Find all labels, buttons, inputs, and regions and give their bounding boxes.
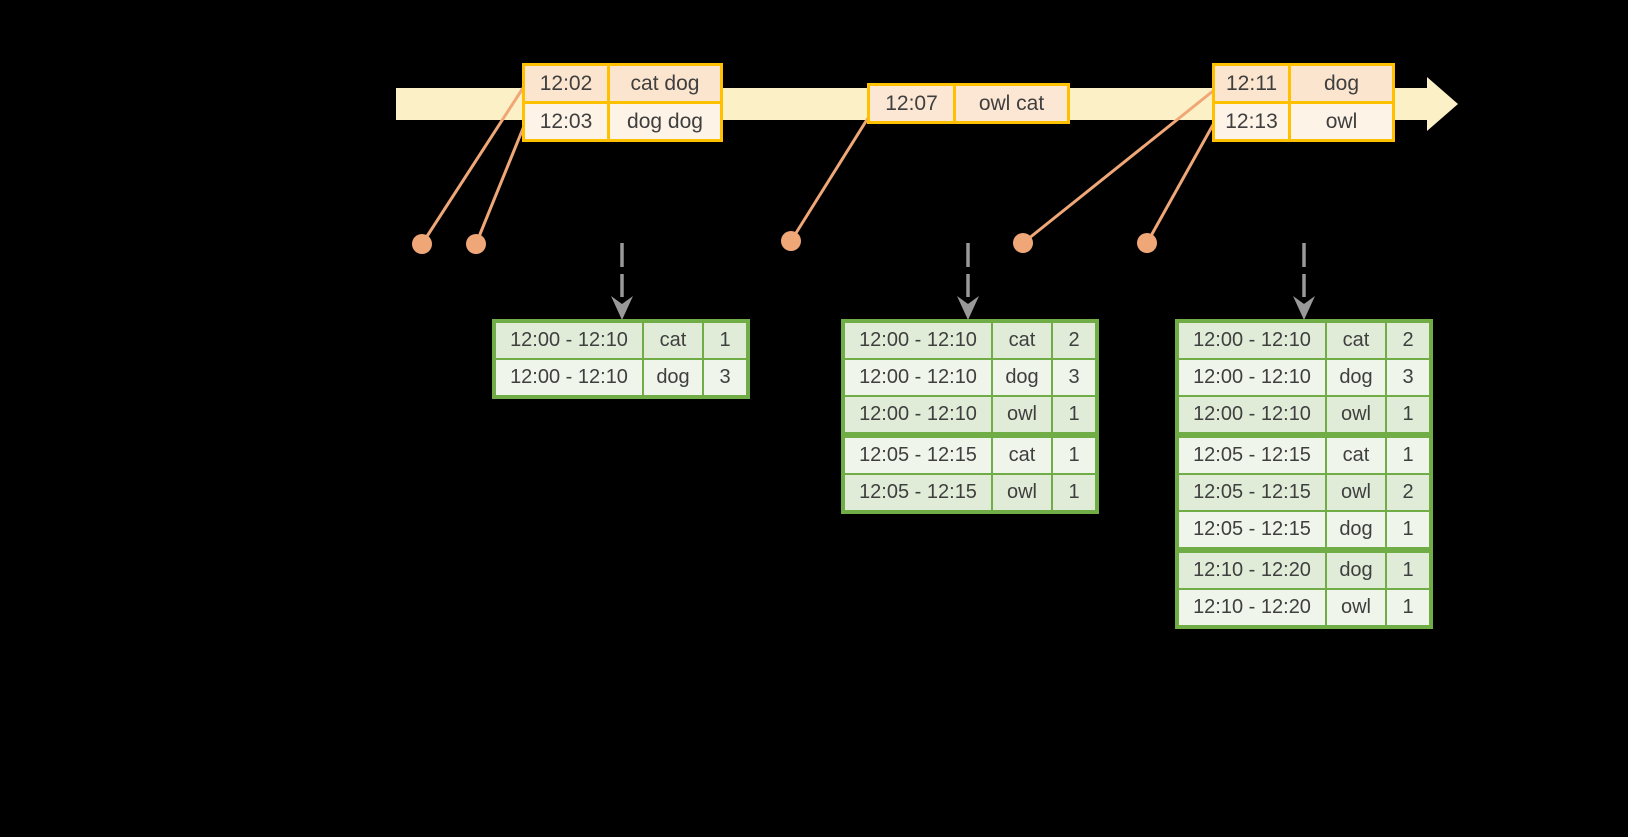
- count-cell: 3: [719, 366, 731, 388]
- count-cell: 1: [1402, 444, 1414, 466]
- event-time: 12:07: [870, 86, 956, 121]
- word-cell: dog: [993, 360, 1053, 395]
- down-arrowhead-icon: [1293, 296, 1315, 320]
- event-time: 12:11: [1215, 66, 1291, 101]
- event-time: 12:13: [1215, 104, 1291, 139]
- count-cell: 1: [1068, 444, 1080, 466]
- result-row: 12:00 - 12:10 cat 2: [1179, 323, 1429, 358]
- count-cell: 2: [1402, 481, 1414, 503]
- window-cell: 12:00 - 12:10: [845, 323, 993, 358]
- event-row: 12:07 owl cat: [870, 86, 1067, 121]
- window-cell: 12:00 - 12:10: [845, 360, 993, 395]
- word-cell: cat: [1327, 323, 1387, 358]
- result-row: 12:00 - 12:10 cat 2: [845, 323, 1095, 358]
- window-cell: 12:00 - 12:10: [1179, 360, 1327, 395]
- word-cell: dog: [644, 360, 704, 395]
- result-table-1: 12:00 - 12:10 cat 1 12:00 - 12:10 dog 3: [492, 319, 750, 399]
- result-row: 12:05 - 12:15 cat 1: [1179, 432, 1429, 473]
- event-words: dog: [1323, 72, 1360, 95]
- window-cell: 12:00 - 12:10: [496, 360, 644, 395]
- down-arrowhead-icon: [611, 296, 633, 320]
- window-cell: 12:05 - 12:15: [1179, 512, 1327, 547]
- event-row: 12:03 dog dog: [525, 101, 720, 139]
- event-table-1: 12:02 cat dog 12:03 dog dog: [522, 63, 723, 142]
- timeline-arrowhead-icon: [1427, 77, 1458, 131]
- word-cell: dog: [1327, 512, 1387, 547]
- event-words: dog dog: [627, 110, 703, 133]
- count-cell: 1: [1068, 481, 1080, 503]
- window-cell: 12:00 - 12:10: [845, 397, 993, 432]
- connector-line: [474, 125, 526, 245]
- word-cell: owl: [1327, 475, 1387, 510]
- count-cell: 2: [1402, 329, 1414, 351]
- word-cell: dog: [1327, 553, 1387, 588]
- event-words: owl cat: [978, 92, 1045, 115]
- result-row: 12:05 - 12:15 cat 1: [845, 432, 1095, 473]
- connector-line: [420, 87, 525, 245]
- connector-line: [1022, 89, 1214, 245]
- window-cell: 12:05 - 12:15: [1179, 475, 1327, 510]
- window-cell: 12:05 - 12:15: [845, 438, 993, 473]
- count-cell: 1: [1068, 403, 1080, 425]
- count-cell: 3: [1402, 366, 1414, 388]
- event-time: 12:03: [525, 104, 610, 139]
- result-table-2: 12:00 - 12:10 cat 2 12:00 - 12:10 dog 3 …: [841, 319, 1099, 514]
- count-cell: 1: [1402, 518, 1414, 540]
- count-cell: 1: [1402, 596, 1414, 618]
- result-row: 12:05 - 12:15 dog 1: [1179, 510, 1429, 547]
- event-dot: [412, 234, 432, 254]
- window-cell: 12:00 - 12:10: [496, 323, 644, 358]
- word-cell: owl: [1327, 397, 1387, 432]
- event-row: 12:13 owl: [1215, 101, 1392, 139]
- result-row: 12:00 - 12:10 owl 1: [1179, 395, 1429, 432]
- window-cell: 12:00 - 12:10: [1179, 323, 1327, 358]
- event-dot: [781, 231, 801, 251]
- count-cell: 3: [1068, 366, 1080, 388]
- event-words: cat dog: [630, 72, 700, 95]
- count-cell: 2: [1068, 329, 1080, 351]
- connector-line: [789, 117, 870, 242]
- result-row: 12:00 - 12:10 owl 1: [845, 395, 1095, 432]
- window-cell: 12:05 - 12:15: [845, 475, 993, 510]
- event-table-3: 12:11 dog 12:13 owl: [1212, 63, 1395, 142]
- result-row: 12:00 - 12:10 dog 3: [1179, 358, 1429, 395]
- word-cell: cat: [644, 323, 704, 358]
- window-cell: 12:10 - 12:20: [1179, 590, 1327, 625]
- word-cell: cat: [993, 438, 1053, 473]
- result-table-3: 12:00 - 12:10 cat 2 12:00 - 12:10 dog 3 …: [1175, 319, 1433, 629]
- result-row: 12:00 - 12:10 cat 1: [496, 323, 746, 358]
- event-dot: [466, 234, 486, 254]
- result-row: 12:00 - 12:10 dog 3: [496, 358, 746, 395]
- result-row: 12:10 - 12:20 dog 1: [1179, 547, 1429, 588]
- event-time: 12:02: [525, 66, 610, 101]
- event-words: owl: [1325, 110, 1358, 133]
- word-cell: dog: [1327, 360, 1387, 395]
- event-dot: [1013, 233, 1033, 253]
- result-row: 12:10 - 12:20 owl 1: [1179, 588, 1429, 625]
- word-cell: cat: [1327, 438, 1387, 473]
- window-cell: 12:10 - 12:20: [1179, 553, 1327, 588]
- result-row: 12:05 - 12:15 owl 2: [1179, 473, 1429, 510]
- event-table-2: 12:07 owl cat: [867, 83, 1070, 124]
- event-row: 12:02 cat dog: [525, 66, 720, 101]
- count-cell: 1: [1402, 403, 1414, 425]
- event-dot: [1137, 233, 1157, 253]
- count-cell: 1: [1402, 559, 1414, 581]
- event-row: 12:11 dog: [1215, 66, 1392, 101]
- word-cell: owl: [993, 397, 1053, 432]
- window-cell: 12:00 - 12:10: [1179, 397, 1327, 432]
- connector-line: [1145, 122, 1216, 244]
- down-arrowhead-icon: [957, 296, 979, 320]
- result-row: 12:00 - 12:10 dog 3: [845, 358, 1095, 395]
- word-cell: owl: [993, 475, 1053, 510]
- window-cell: 12:05 - 12:15: [1179, 438, 1327, 473]
- count-cell: 1: [719, 329, 731, 351]
- word-cell: owl: [1327, 590, 1387, 625]
- word-cell: cat: [993, 323, 1053, 358]
- result-row: 12:05 - 12:15 owl 1: [845, 473, 1095, 510]
